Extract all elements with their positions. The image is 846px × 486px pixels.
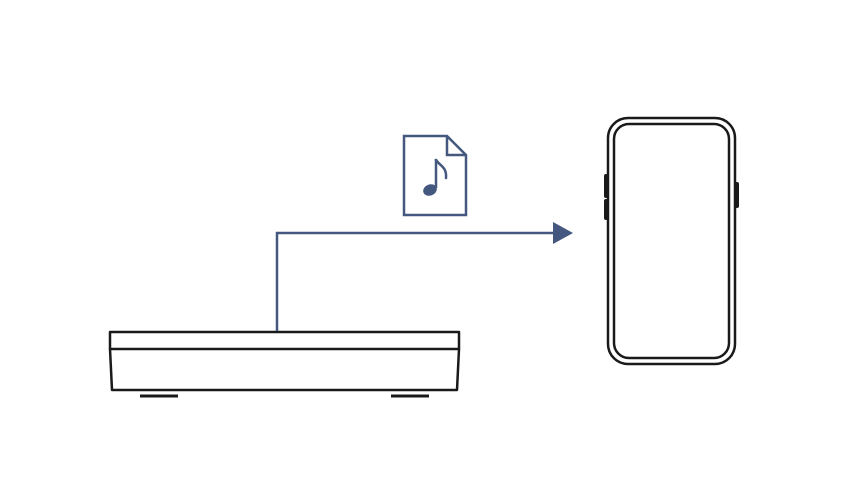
connection-arrow <box>275 222 573 331</box>
smartphone-icon <box>604 116 739 366</box>
soundbar-icon <box>108 330 461 398</box>
music-note-icon <box>423 158 448 196</box>
music-file-icon <box>402 134 468 217</box>
